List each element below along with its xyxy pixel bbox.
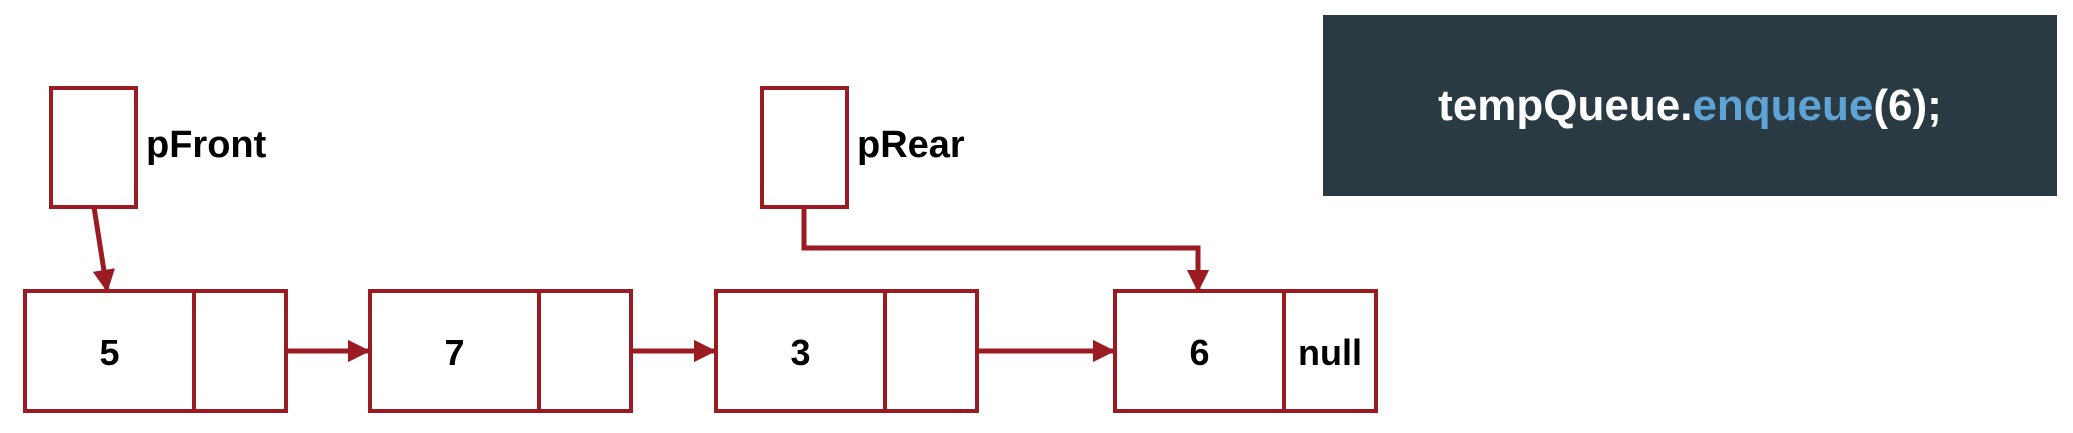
pointer-rear-box bbox=[760, 86, 849, 209]
code-object: tempQueue. bbox=[1438, 80, 1693, 130]
queue-node-3: 3 bbox=[714, 289, 979, 413]
code-method: enqueue bbox=[1692, 80, 1874, 130]
pointer-front-box bbox=[49, 86, 138, 209]
pointer-front-label: pFront bbox=[146, 124, 267, 166]
node-4-next: null bbox=[1298, 332, 1362, 373]
node-3-next-cell bbox=[883, 289, 979, 413]
pointer-rear-arrow bbox=[801, 207, 1210, 293]
queue-node-1: 5 bbox=[23, 289, 288, 413]
node-1-value: 5 bbox=[99, 332, 119, 373]
pointer-rear-label: pRear bbox=[857, 124, 965, 166]
code-args: (6); bbox=[1873, 80, 1942, 130]
node-3-value: 3 bbox=[790, 332, 810, 373]
pointer-front: pFront bbox=[49, 86, 267, 293]
node-2-value: 7 bbox=[444, 332, 464, 373]
code-panel: tempQueue.enqueue(6); bbox=[1323, 15, 2057, 196]
queue-node-4: 6 null bbox=[1113, 289, 1378, 413]
queue-node-2: 7 bbox=[368, 289, 633, 413]
node-2-next-cell bbox=[537, 289, 633, 413]
node-1-next-cell bbox=[192, 289, 288, 413]
pointer-front-arrow bbox=[91, 206, 115, 293]
node-4-value-cell bbox=[1113, 289, 1286, 413]
pointer-rear: pRear bbox=[760, 86, 1210, 293]
node-4-value: 6 bbox=[1189, 332, 1209, 373]
node-4-next-cell bbox=[1282, 289, 1378, 413]
